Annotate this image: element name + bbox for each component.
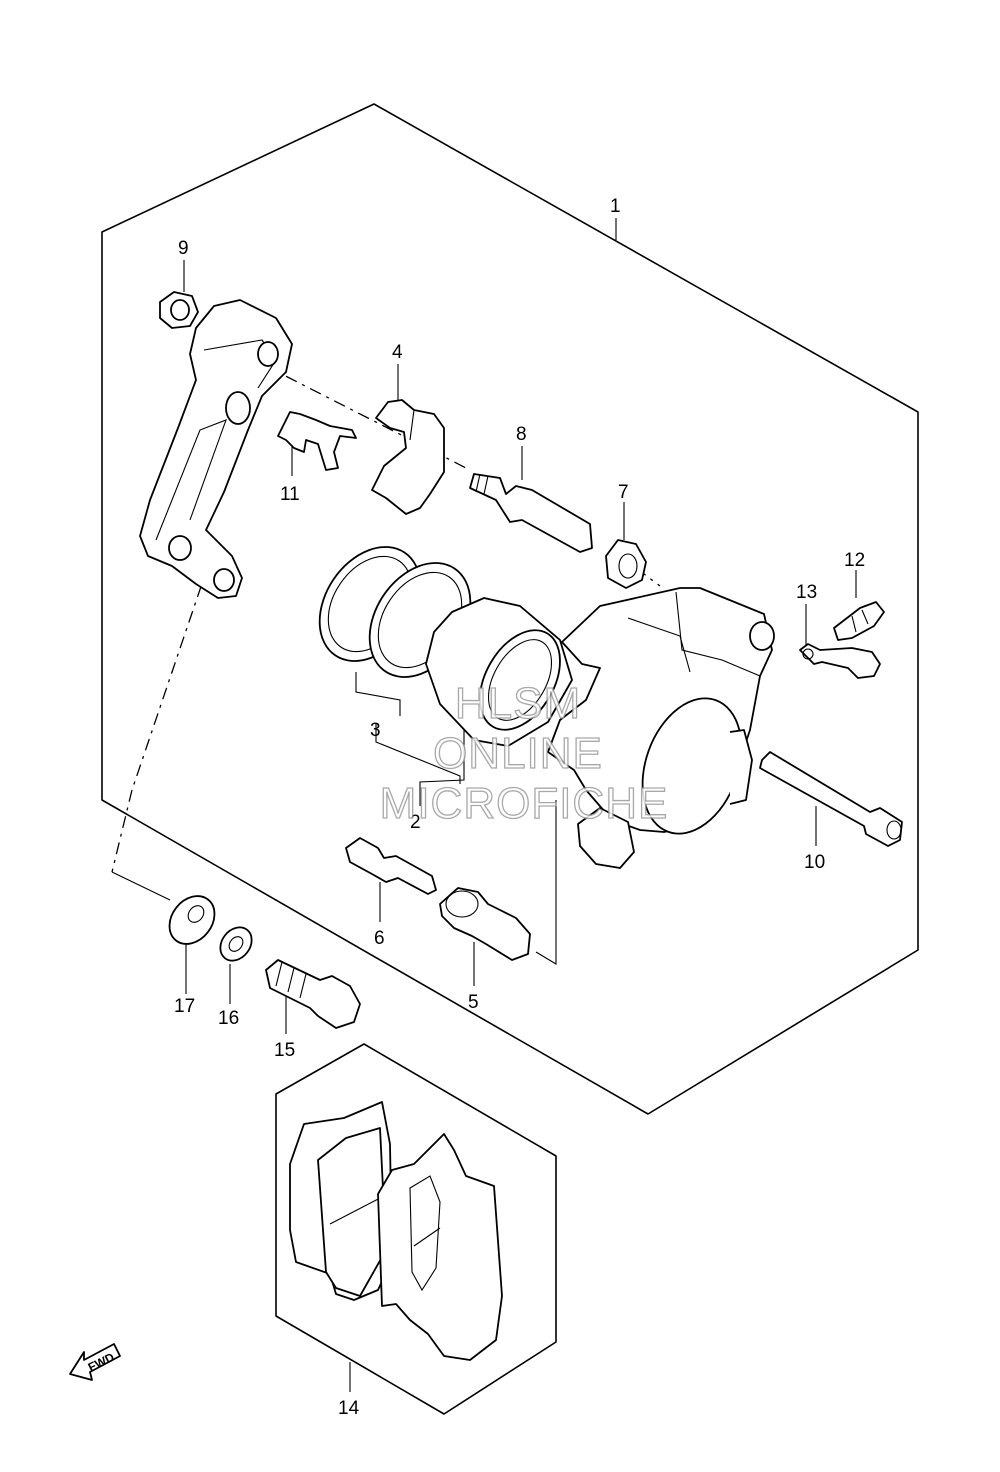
fwd-arrow-icon: FWD [69,1343,121,1381]
callout-labels: 1 2 3 4 5 6 7 8 9 10 11 12 13 14 15 16 1… [174,196,865,1419]
part-16-lock-washer [219,926,253,962]
part-8-slide-pin [469,473,593,553]
part-15-bracket-bolt [265,959,361,1029]
caliper-body [547,587,775,869]
callout-15: 15 [274,1040,295,1061]
assembly-14-outline [275,1043,557,1415]
callout-2: 2 [410,812,421,833]
part-4-pad-retainer [371,399,445,515]
watermark-line-3: MICROFICHE [380,779,669,828]
callout-3: 3 [370,720,381,741]
callout-8: 8 [516,424,527,445]
part-17-washer [168,895,216,945]
part-5-sleeve-bolt [439,887,531,961]
callout-13: 13 [796,582,817,603]
watermark-line-2: ONLINE [433,729,603,778]
callout-10: 10 [804,852,825,873]
assembly-1-outline [101,103,919,1115]
callout-12: 12 [844,550,865,571]
part-9-nut [159,291,199,329]
part-7-boot [605,539,647,589]
caliper-bracket [139,299,293,599]
watermark-line-1: HLSM [455,679,581,728]
leader-lines [111,218,857,1392]
callout-9: 9 [178,238,189,259]
callout-16: 16 [218,1008,239,1029]
part-12-bleeder-valve [833,601,885,641]
callout-5: 5 [468,992,479,1013]
callout-7: 7 [618,482,629,503]
callout-14: 14 [338,1398,360,1419]
callout-17: 17 [174,996,195,1017]
callout-11: 11 [280,484,300,505]
part-6-slide-pin [345,837,437,895]
part-13-bleeder-cap [799,643,881,679]
part-11-spring-clip [277,411,357,471]
callout-4: 4 [392,342,403,363]
part-14-brake-pads [289,1101,503,1361]
callout-1: 1 [610,196,621,217]
part-10-bolt [759,751,903,847]
part-2-piston [425,597,573,747]
watermark: HLSM ONLINE MICROFICHE [379,678,669,828]
callout-6: 6 [374,928,385,949]
